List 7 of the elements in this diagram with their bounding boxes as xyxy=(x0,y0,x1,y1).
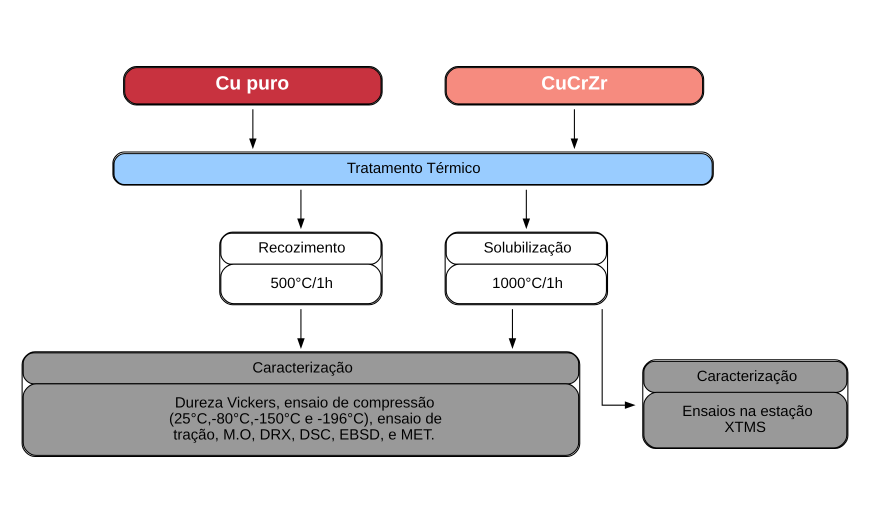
arrow xyxy=(248,109,256,150)
arrow xyxy=(296,309,304,349)
arrow xyxy=(522,190,530,230)
arrow xyxy=(601,309,636,409)
arrow xyxy=(570,109,578,150)
arrow xyxy=(508,309,516,349)
arrow xyxy=(296,190,304,230)
